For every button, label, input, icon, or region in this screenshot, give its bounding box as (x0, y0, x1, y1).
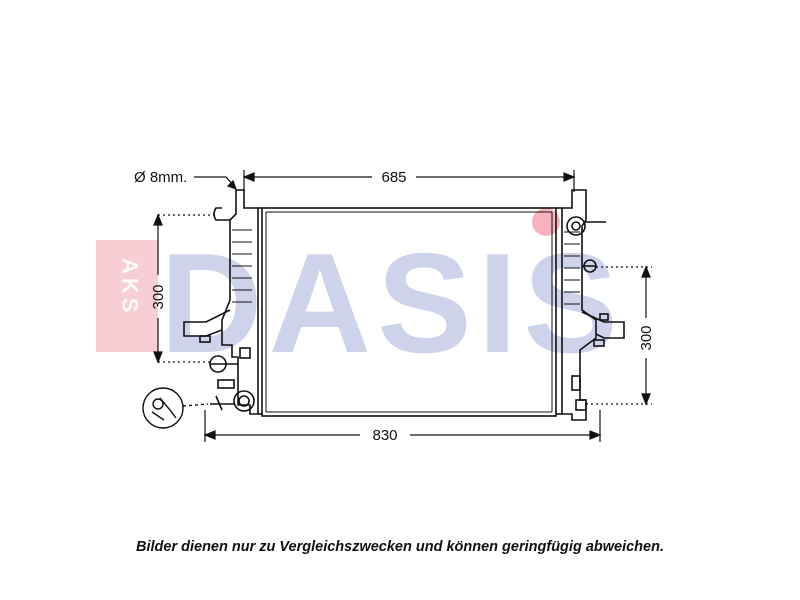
watermark-side-block (96, 240, 158, 352)
watermark-dot (532, 208, 560, 236)
left-tank (183, 189, 262, 415)
radiator-core (261, 207, 557, 417)
right-tank (556, 189, 625, 421)
dimension-right-label: 300 (638, 325, 655, 350)
dimension-top-label: 685 (381, 169, 406, 186)
dimension-bottom-label: 830 (372, 427, 397, 444)
dimension-left-label: 300 (150, 284, 167, 309)
pin-diameter-label: Ø 8mm. (134, 169, 187, 186)
disclaimer-caption: Bilder dienen nur zu Vergleichszwecken u… (136, 539, 664, 555)
watermark: AKS DASIS (96, 208, 618, 383)
dimensions (153, 170, 652, 442)
watermark-side-text: AKS (118, 258, 143, 316)
detail-circle (142, 387, 209, 429)
